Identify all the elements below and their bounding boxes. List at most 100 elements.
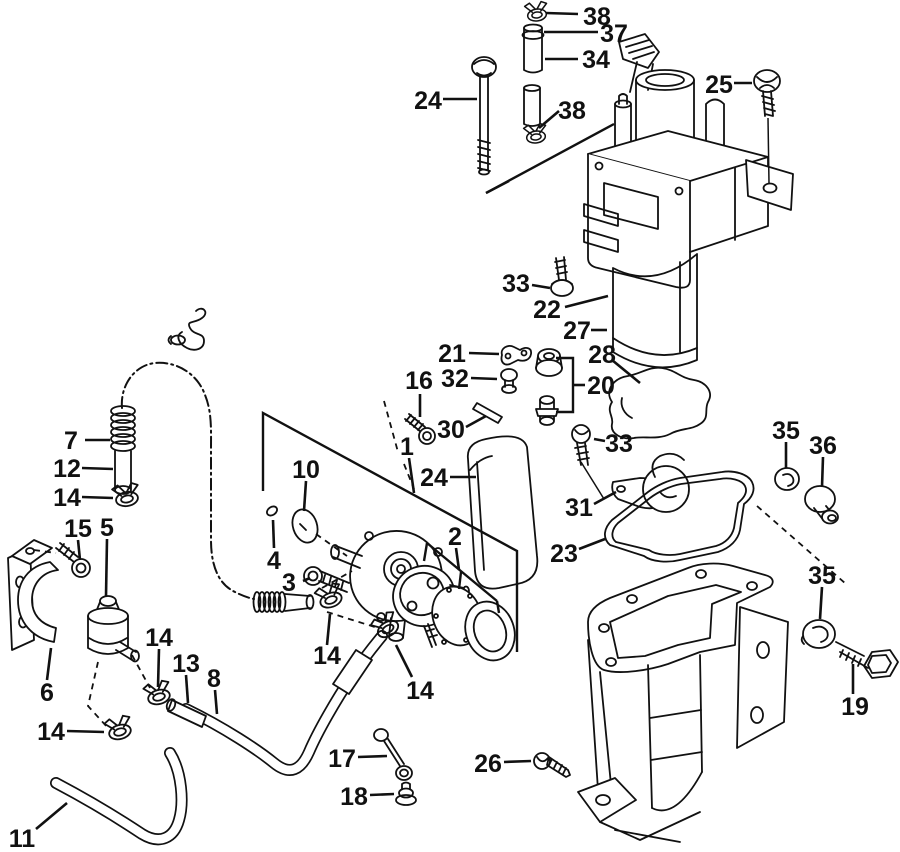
hose-11: [50, 747, 188, 846]
callout-35: 35: [772, 417, 800, 445]
leader-10: [302, 480, 308, 512]
callout-3: 3: [282, 569, 296, 597]
callout-14: 14: [53, 484, 81, 512]
callout-5: 5: [100, 514, 114, 542]
gasket-28: [608, 366, 711, 440]
clip-21: [500, 345, 532, 366]
callout-27: 27: [563, 317, 591, 345]
callout-14: 14: [313, 642, 341, 670]
callout-28: 28: [588, 341, 616, 369]
pump-to-group-branch: [485, 179, 510, 195]
leader-35: [818, 586, 824, 620]
callout-36: 36: [809, 432, 837, 460]
callout-22: 22: [533, 296, 561, 324]
leader-12: [81, 466, 114, 471]
hose-clamp-top-icon: [523, 0, 550, 24]
callout-6: 6: [40, 679, 54, 707]
bracket-2-tick-b: [457, 571, 463, 590]
callout-16: 16: [405, 367, 433, 395]
leader-4: [271, 519, 276, 549]
callout-35: 35: [808, 562, 836, 590]
bolt-15: [55, 542, 91, 578]
long-bolt-24: [471, 56, 497, 176]
leader-14: [66, 729, 105, 734]
callout-19: 19: [841, 693, 869, 721]
callout-33: 33: [605, 430, 633, 458]
leader-3: [302, 576, 311, 583]
bushing-36: [804, 485, 839, 525]
leader-14: [81, 495, 114, 500]
bracket-2-tick-a: [422, 542, 429, 562]
vro-pump-unit: [583, 33, 794, 369]
callout-32: 32: [441, 365, 469, 393]
callout-10: 10: [292, 456, 320, 484]
disc-10: [291, 508, 319, 544]
leader-36: [820, 456, 825, 488]
leader-26: [503, 759, 532, 764]
dash-regulator-base: [756, 505, 847, 585]
leader-32: [470, 376, 498, 381]
bracket-2-tick-c: [495, 600, 501, 614]
dash-filter-out-a: [131, 654, 151, 689]
leader-38: [538, 110, 560, 129]
leader-6: [45, 647, 53, 681]
callout-14: 14: [37, 718, 65, 746]
leader-22: [564, 294, 609, 309]
screw-25: [753, 69, 781, 117]
leader-14: [156, 648, 161, 688]
screw-33-lower: [571, 424, 591, 466]
pin-30: [472, 402, 503, 424]
hose-clamp-14-c-icon: [102, 713, 136, 744]
callout-37: 37: [600, 20, 628, 48]
callout-18: 18: [340, 783, 368, 811]
callout-21: 21: [438, 340, 466, 368]
grommet-18: [395, 781, 417, 806]
leader-31: [593, 490, 617, 506]
callout-31: 31: [565, 494, 593, 522]
leader-21: [468, 351, 500, 356]
bolt-16: [404, 413, 436, 445]
grommet-32: [500, 368, 518, 394]
callout-8: 8: [207, 665, 221, 693]
hose-spring-right: [252, 591, 315, 613]
callout-25: 25: [705, 71, 733, 99]
bolt-3: [303, 566, 350, 593]
callout-24: 24: [420, 464, 448, 492]
callout-23: 23: [550, 540, 578, 568]
callout-13: 13: [172, 650, 200, 678]
cover-24: [466, 435, 539, 590]
grommet-35-upper: [774, 467, 800, 491]
leader-15: [76, 539, 82, 561]
hose-path-dashdot: [120, 361, 255, 600]
callout-14: 14: [406, 677, 434, 705]
leader-14: [325, 613, 332, 646]
mounting-bracket-casting: [577, 562, 789, 843]
gasket-ring-2: [464, 600, 516, 662]
dash-filter-out-b: [87, 661, 109, 729]
dash-bracket-screw: [33, 549, 57, 554]
leader-33: [593, 437, 606, 443]
fuel-filter-5: [87, 595, 140, 663]
hose-8: [180, 630, 388, 776]
leader-2: [454, 547, 461, 571]
dash-hose-to-pump-a: [321, 570, 353, 589]
callout-38: 38: [558, 97, 586, 125]
leader-13: [184, 674, 190, 704]
group-1-boundary: [261, 410, 519, 652]
callout-17: 17: [328, 745, 356, 773]
leader-23: [578, 537, 606, 551]
wire-clip-9: [167, 307, 207, 351]
gasket-23: [604, 470, 755, 563]
leader-11: [35, 802, 68, 830]
callout-12: 12: [53, 455, 81, 483]
leader-33: [531, 283, 551, 290]
regulator-31: [611, 452, 690, 513]
callout-34: 34: [582, 46, 610, 74]
screw-33-upper: [550, 256, 574, 297]
bolt-19: [835, 641, 899, 679]
leader-8: [213, 689, 219, 715]
callout-15: 15: [64, 515, 92, 543]
callout-20: 20: [587, 372, 615, 400]
callout-1: 1: [400, 433, 414, 461]
